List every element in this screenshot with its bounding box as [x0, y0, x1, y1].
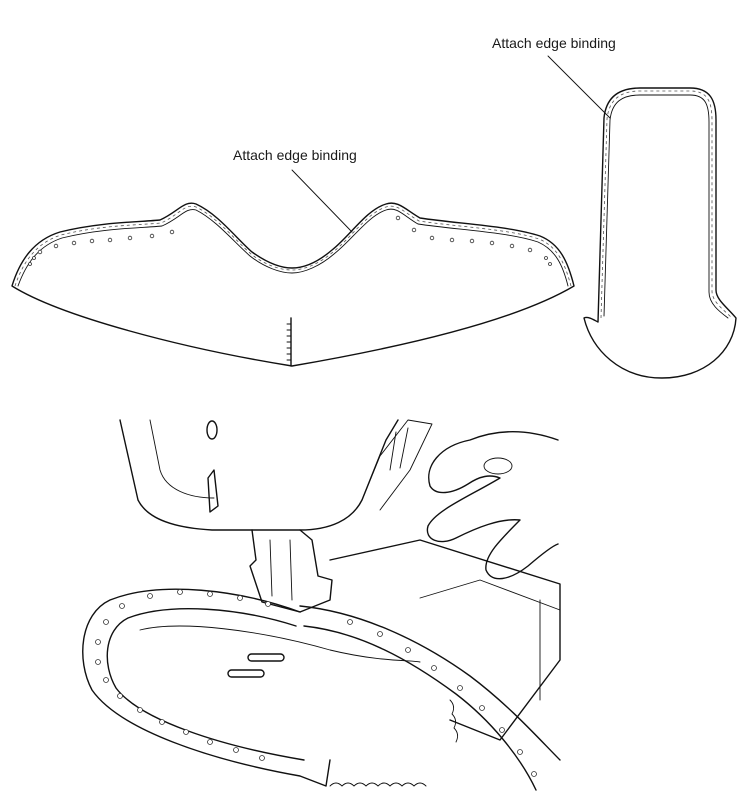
collar-piece — [11, 169, 575, 367]
machine-dial — [206, 420, 218, 440]
machine-panel — [361, 419, 433, 511]
guiding-hand — [426, 431, 559, 580]
binding-tape-pattern — [95, 589, 537, 777]
slot-mark-2 — [227, 669, 265, 678]
slot-mark-1 — [247, 653, 285, 662]
hood-piece — [547, 55, 737, 379]
collar-stitch-line — [14, 205, 572, 287]
sewing-scene — [82, 419, 561, 791]
machine-lever — [207, 469, 219, 513]
bound-fabric-outer — [82, 588, 331, 787]
collar-binding-inner — [17, 208, 569, 287]
collar-binding-label: Attach edge binding — [233, 147, 357, 163]
collar-outline — [11, 202, 575, 367]
hood-binding-inner — [603, 94, 729, 319]
hood-binding-label: Attach edge binding — [492, 35, 616, 51]
binding-tape-bottom — [303, 625, 537, 791]
collar-center-mark — [286, 317, 292, 367]
collar-leader-line — [291, 169, 353, 233]
hood-stitch-line — [600, 90, 733, 319]
collar-snap-holes — [28, 215, 552, 266]
machine-bed — [329, 539, 561, 741]
sewing-machine-head — [119, 419, 399, 531]
scalloped-edge — [329, 782, 427, 787]
fabric-panel — [139, 625, 421, 663]
thumb-nail — [483, 457, 513, 475]
hood-outline — [583, 87, 737, 379]
presser-foot — [249, 529, 333, 613]
bound-fabric-inner — [106, 608, 305, 761]
hood-leader-line — [547, 55, 611, 119]
binding-tape-top — [299, 605, 561, 761]
